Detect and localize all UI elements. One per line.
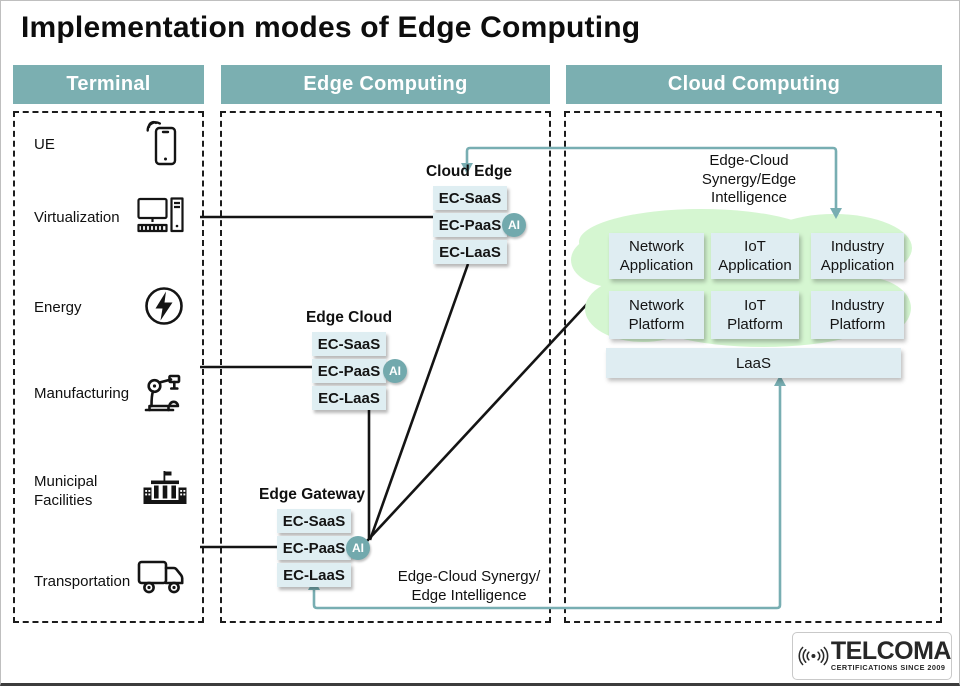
cloud-computing-panel	[564, 111, 942, 623]
network-application-box: Network Application	[609, 233, 704, 279]
logo-tagline: CERTIFICATIONS SINCE 2009	[830, 663, 946, 672]
cloud-edge-ec-saas: EC-SaaS	[433, 186, 507, 210]
cloud-edge-ec-paas: EC-PaaS	[433, 213, 507, 237]
terminal-item-municipal-facilities: Municipal Facilities	[34, 473, 98, 509]
edge-cloud-ai-badge: AI	[383, 359, 407, 383]
lightning-bolt-icon	[145, 287, 183, 325]
industry-application-box: Industry Application	[811, 233, 904, 279]
synergy-arrow-top	[465, 146, 838, 211]
industry-platform-box: Industry Platform	[811, 291, 904, 339]
terminal-item-manufacturing: Manufacturing	[34, 385, 130, 402]
edge-cloud-ec-saas: EC-SaaS	[312, 332, 386, 356]
desktop-computer-icon	[137, 197, 184, 233]
laas-box: LaaS	[606, 348, 901, 378]
smartphone-icon	[146, 121, 177, 166]
terminal-item-ue: UE	[34, 136, 55, 153]
arrowhead-to-cloud-edge	[461, 163, 473, 174]
government-building-icon	[143, 471, 187, 504]
synergy-arrows	[312, 146, 838, 610]
iot-application-box: IoT Application	[711, 233, 799, 279]
synergy-top-line-2: Synergy/Edge	[701, 170, 797, 188]
edge-gateway-ec-laas: EC-LaaS	[277, 563, 351, 587]
terminal-item-virtualization: Virtualization	[34, 209, 120, 226]
stack-title-cloud-edge: Cloud Edge	[425, 163, 513, 180]
arrowhead-to-laas	[774, 375, 786, 386]
connector-cloud-edge-to-gateway	[368, 263, 470, 541]
terminal-item-transportation: Transportation	[34, 573, 131, 590]
cloud-edge-ai-badge: AI	[502, 213, 526, 237]
synergy-arrow-bottom	[312, 383, 782, 610]
terminal-item-energy: Energy	[34, 299, 82, 316]
synergy-bottom-line-2: Edge Intelligence	[411, 586, 527, 604]
edge-cloud-ec-paas: EC-PaaS	[312, 359, 386, 383]
edge-gateway-ec-paas: EC-PaaS	[277, 536, 351, 560]
network-platform-box: Network Platform	[609, 291, 704, 339]
edge-gateway-ai-badge: AI	[346, 536, 370, 560]
telcoma-logo: TELCOMA CERTIFICATIONS SINCE 2009	[792, 632, 952, 680]
connector-gateway-to-cloud-platform	[366, 288, 602, 542]
synergy-top-line-1: Edge-Cloud	[709, 152, 789, 169]
synergy-label-top: Edge-Cloud Synergy/Edge Intelligence	[689, 152, 809, 208]
radio-waves-icon	[798, 646, 829, 666]
edge-cloud-ec-laas: EC-LaaS	[312, 386, 386, 410]
edge-gateway-ec-saas: EC-SaaS	[277, 509, 351, 533]
column-header-edge-computing: Edge Computing	[221, 65, 550, 104]
column-header-terminal: Terminal	[13, 65, 204, 104]
robot-arm-icon	[144, 374, 181, 412]
synergy-bottom-line-1: Edge-Cloud Synergy/	[397, 568, 541, 585]
arrowhead-to-cloud-applications	[830, 208, 842, 219]
logo-name: TELCOMA	[830, 637, 952, 665]
black-connectors	[200, 215, 602, 549]
iot-platform-box: IoT Platform	[711, 291, 799, 339]
column-header-cloud-computing: Cloud Computing	[566, 65, 942, 104]
cloud-edge-ec-laas: EC-LaaS	[433, 240, 507, 264]
page-title: Implementation modes of Edge Computing	[21, 11, 641, 44]
stack-title-edge-gateway: Edge Gateway	[259, 486, 365, 503]
synergy-label-bottom: Edge-Cloud Synergy/ Edge Intelligence	[359, 568, 579, 605]
truck-icon	[137, 560, 184, 594]
synergy-top-line-3: Intelligence	[711, 189, 787, 206]
stack-title-edge-cloud: Edge Cloud	[305, 309, 393, 326]
